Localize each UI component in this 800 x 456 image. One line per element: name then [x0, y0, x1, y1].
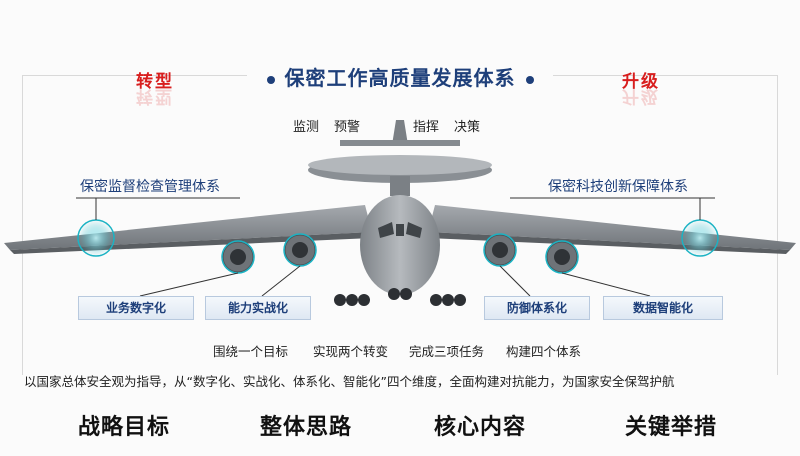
node-business-digitalization: 业务数字化: [78, 296, 194, 320]
function-warning: 预警: [334, 120, 361, 135]
title-text: 保密工作高质量发展体系: [284, 66, 516, 90]
node-capability-practical: 能力实战化: [205, 296, 311, 320]
frame-right: [777, 75, 778, 375]
frame-top-right: [553, 75, 778, 76]
frame-left: [22, 75, 23, 375]
right-wing-system: 保密科技创新保障体系: [548, 179, 688, 195]
bottom-label-overall-approach: 整体思路: [260, 415, 353, 440]
summary-systems: 构建四个体系: [506, 344, 582, 359]
title-bullet-left: [266, 75, 275, 84]
bottom-label-core-content: 核心内容: [434, 415, 527, 440]
left-wing-system: 保密监督检查管理体系: [80, 179, 220, 195]
node-data-intelligence: 数据智能化: [603, 296, 723, 320]
bottom-label-key-measures: 关键举措: [625, 415, 718, 440]
page-title: 保密工作高质量发展体系: [0, 62, 800, 91]
function-command: 指挥: [413, 120, 440, 135]
description-text: 以国家总体安全观为指导，从“数字化、实战化、体系化、智能化”四个维度，全面构建对…: [24, 374, 675, 389]
right-tag: 升级: [622, 72, 660, 92]
left-tag: 转型: [136, 72, 174, 92]
function-monitor: 监测: [293, 120, 320, 135]
summary-transition: 实现两个转变: [313, 344, 389, 359]
summary-tasks: 完成三项任务: [409, 344, 485, 359]
summary-goal: 围绕一个目标: [213, 344, 289, 359]
node-defense-systematization: 防御体系化: [484, 296, 590, 320]
bottom-label-strategic-goal: 战略目标: [78, 415, 171, 440]
frame-top-left: [22, 75, 247, 76]
function-decision: 决策: [454, 120, 481, 135]
title-bullet-right: [525, 75, 534, 84]
